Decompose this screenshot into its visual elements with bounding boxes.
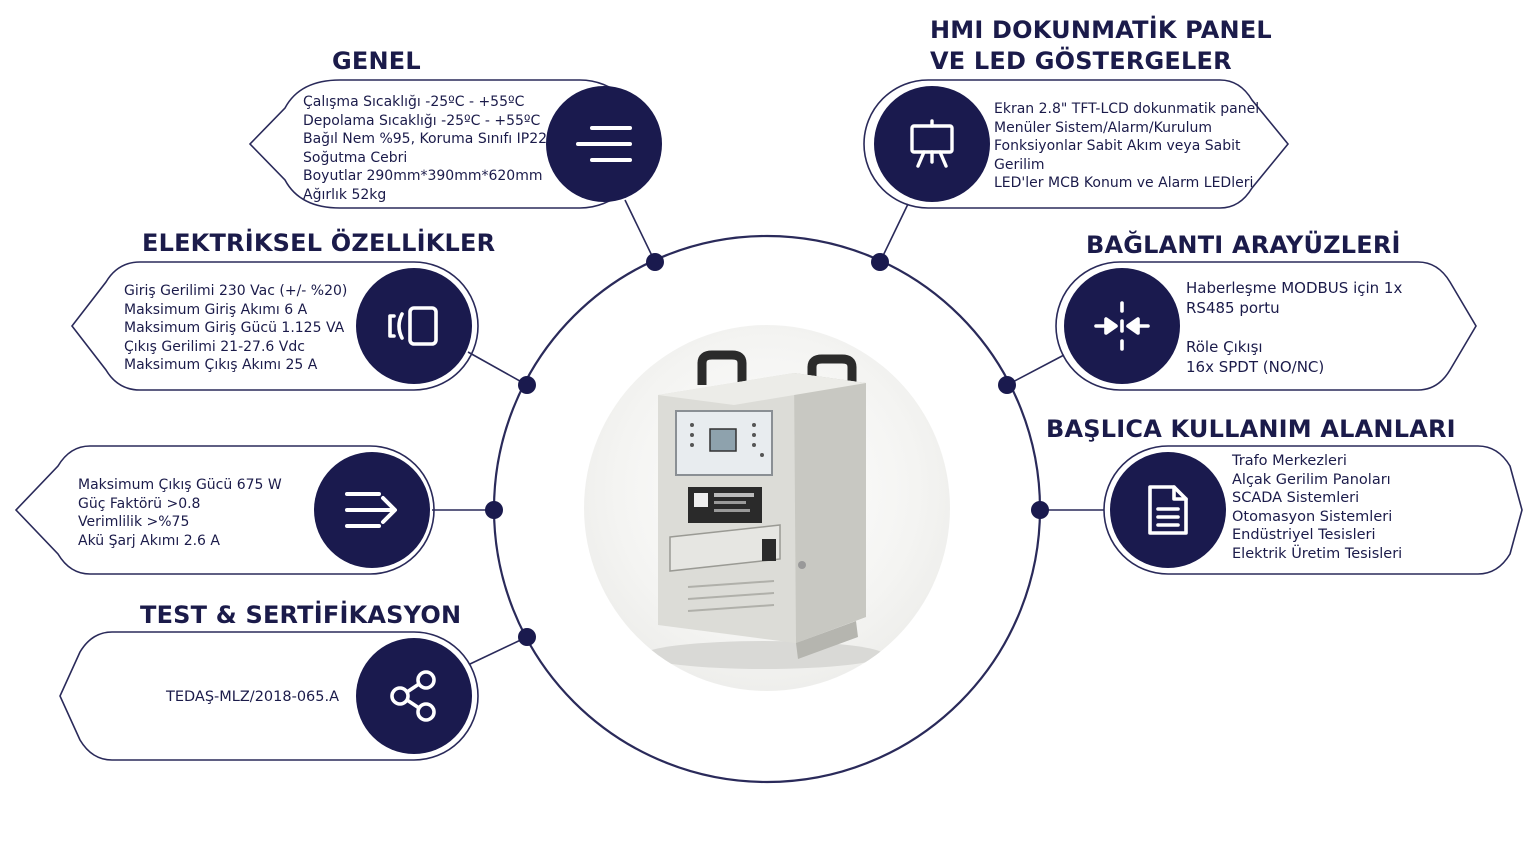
list-item: SCADA Sistemleri (1232, 490, 1360, 507)
list-item: Maksimum Giriş Akımı 6 A (124, 301, 308, 318)
hmi-specs: Ekran 2.8" TFT-LCD dokunmatik panel Menü… (994, 100, 1259, 193)
menu-lines-icon (576, 126, 632, 162)
test-specs: TEDAŞ-MLZ/2018-065.A (166, 688, 339, 707)
list-item: Akü Şarj Akımı 2.6 A (78, 532, 220, 549)
list-item: LED'ler MCB Konum ve Alarm LEDleri (994, 175, 1254, 192)
list-item: 16x SPDT (NO/NC) (1186, 357, 1325, 376)
elektriksel-icon-badge (356, 268, 472, 384)
cikis-icon-badge (314, 452, 430, 568)
kullanim-title: BAŞLICA KULLANIM ALANLARI (1046, 415, 1456, 443)
kullanim-icon-badge (1110, 452, 1226, 568)
test-title: TEST & SERTİFİKASYON (140, 601, 462, 629)
hmi-icon-badge (874, 86, 990, 202)
test-icon-badge (356, 638, 472, 754)
node-dot (998, 376, 1016, 394)
hmi-title-line1: HMI DOKUNMATİK PANEL (930, 16, 1272, 44)
hmi-title-line2: VE LED GÖSTERGELER (930, 47, 1232, 75)
list-item: Gerilim (994, 156, 1045, 173)
list-item: Verimlilik >%75 (78, 514, 190, 531)
share-nodes-icon (390, 670, 436, 722)
baglanti-specs: Haberleşme MODBUS için 1x RS485 portu Rö… (1186, 278, 1402, 377)
list-item: RS485 portu (1186, 299, 1280, 317)
cikis-outline (14, 445, 435, 575)
baglanti-title: BAĞLANTI ARAYÜZLERİ (1086, 231, 1401, 259)
list-item: Maksimum Çıkış Akımı 25 A (124, 357, 318, 374)
list-item: Menüler Sistem/Alarm/Kurulum (994, 119, 1212, 136)
genel-specs: Çalışma Sıcaklığı -25ºC - +55ºC Depolama… (303, 93, 547, 205)
spacer (1186, 318, 1402, 337)
list-item: Fonksiyonlar Sabit Akım veya Sabit (994, 138, 1241, 155)
list-item: Endüstriyel Tesisleri (1232, 527, 1376, 544)
list-item: Bağıl Nem %95, Koruma Sınıfı IP22 (303, 131, 548, 148)
node-dot (518, 628, 536, 646)
product-photo (584, 325, 950, 691)
list-item: Elektrik Üretim Tesisleri (1232, 545, 1403, 562)
kullanim-outline (1103, 445, 1523, 575)
list-item: Ağırlık 52kg (303, 186, 387, 203)
list-item: Depolama Sıcaklığı -25ºC - +55ºC (303, 112, 541, 129)
list-item: Trafo Merkezleri (1232, 453, 1347, 469)
elektriksel-specs: Giriş Gerilimi 230 Vac (+/- %20) Maksimu… (124, 282, 347, 375)
baglanti-icon-badge (1064, 268, 1180, 384)
list-item: Çıkış Gerilimi 21-27.6 Vdc (124, 338, 305, 355)
list-item: Alçak Gerilim Panoları (1232, 471, 1391, 488)
list-item: Çalışma Sıcaklığı -25ºC - +55ºC (303, 94, 525, 110)
node-dot (1031, 501, 1049, 519)
merge-arrows-icon (1094, 301, 1150, 351)
device-vibrate-icon (388, 306, 438, 346)
list-item: Maksimum Giriş Gücü 1.125 VA (124, 320, 345, 337)
genel-title: GENEL (332, 47, 421, 75)
test-outline (59, 631, 479, 761)
list-item: Giriş Gerilimi 230 Vac (+/- %20) (124, 283, 348, 299)
baglanti-outline (1055, 261, 1477, 391)
hmi-outline (863, 79, 1290, 209)
kullanim-list: Trafo Merkezleri Alçak Gerilim Panoları … (1232, 452, 1402, 564)
output-arrow-icon (345, 492, 397, 528)
list-item: Boyutlar 290mm*390mm*620mm (303, 168, 543, 185)
document-icon (1148, 485, 1188, 535)
node-dot (485, 501, 503, 519)
list-item: Haberleşme MODBUS için 1x (1186, 279, 1403, 297)
charger-cabinet-image (644, 350, 884, 669)
elektriksel-outline (70, 261, 479, 391)
list-item: TEDAŞ-MLZ/2018-065.A (166, 689, 340, 705)
list-item: Maksimum Çıkış Gücü 675 W (78, 477, 282, 493)
list-item: Röle Çıkışı (1186, 337, 1263, 356)
node-dot (646, 253, 664, 271)
list-item: Soğutma Cebri (303, 149, 408, 166)
list-item: Güç Faktörü >0.8 (78, 495, 201, 512)
list-item: Ekran 2.8" TFT-LCD dokunmatik panel (994, 101, 1260, 117)
node-dot (871, 253, 889, 271)
elektriksel-title: ELEKTRİKSEL ÖZELLİKLER (142, 229, 496, 257)
cikis-specs: Maksimum Çıkış Gücü 675 W Güç Faktörü >0… (78, 476, 282, 550)
genel-icon-badge (546, 86, 662, 202)
node-dot (518, 376, 536, 394)
list-item: Otomasyon Sistemleri (1232, 508, 1393, 525)
presentation-board-icon (910, 119, 954, 168)
